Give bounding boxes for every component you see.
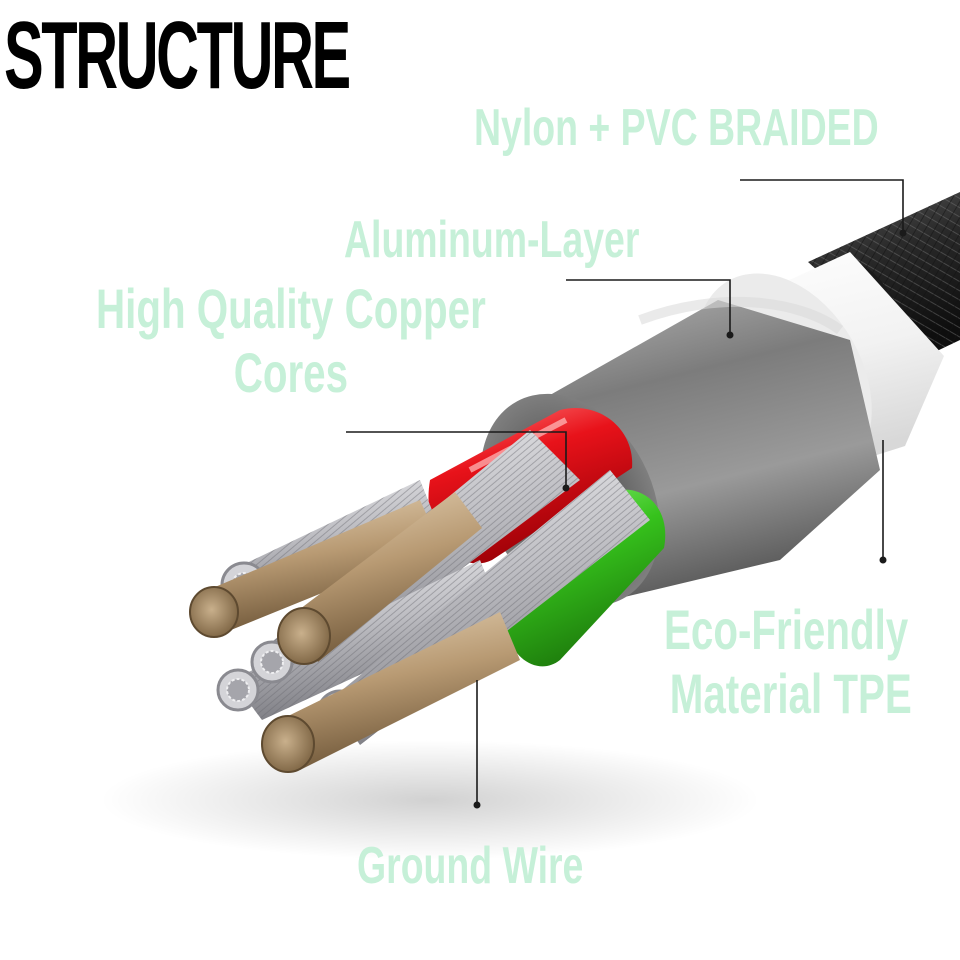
label-eco-line2: Material TPE	[669, 662, 912, 725]
leader-dot-copper	[562, 484, 570, 492]
label-eco-line1: Eco-Friendly	[664, 598, 909, 661]
leader-aluminum	[566, 279, 731, 335]
leader-nylon	[740, 179, 904, 232]
leader-dot-nylon	[899, 229, 907, 237]
cable-shadow	[100, 740, 760, 860]
page-title: STRUCTURE	[4, 2, 351, 109]
leader-dot-aluminum	[726, 331, 734, 339]
label-eco-tpe: Eco-Friendly Material TPE	[664, 598, 912, 726]
leader-copper	[346, 431, 567, 488]
label-ground-wire: Ground Wire	[357, 837, 584, 895]
label-copper-line2: Cores	[233, 341, 349, 404]
leader-lines	[346, 179, 904, 805]
leader-dot-eco	[879, 556, 887, 564]
copper-cores	[189, 492, 520, 773]
label-aluminum-layer: Aluminum-Layer	[344, 211, 640, 269]
label-copper-cores: High Quality Copper Cores	[96, 277, 486, 405]
leader-dot-ground	[473, 801, 481, 809]
leader-dots	[473, 229, 907, 809]
label-nylon-braided: Nylon + PVC BRAIDED	[474, 99, 879, 157]
label-copper-line1: High Quality Copper	[96, 277, 486, 340]
